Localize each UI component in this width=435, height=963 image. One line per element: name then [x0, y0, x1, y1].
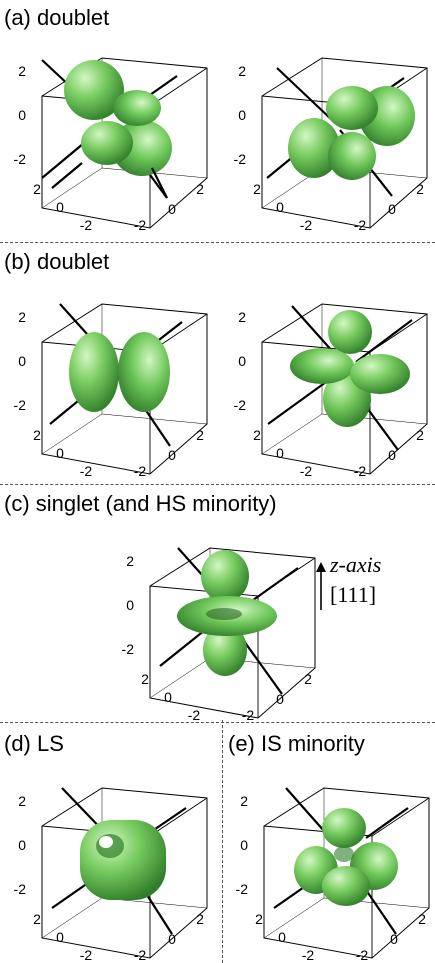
- panel-a-left-plot: 2 0 -2 2 0 -2 -2 0 2: [2, 28, 212, 233]
- tick-label: -2: [234, 151, 247, 167]
- panel-b-heading: (b) doublet: [4, 249, 110, 274]
- orbital-plot: 2 0 -2 2 0 -2 -2 0 2: [14, 303, 208, 479]
- panel-e-plot: 2 0 -2 2 0 -2 -2 0 2: [224, 758, 434, 963]
- tick-label: -2: [134, 217, 147, 233]
- z-axis-label: z-axis: [330, 552, 382, 577]
- tick-label: -2: [234, 397, 247, 413]
- tick-label: 0: [18, 837, 26, 853]
- tick-label: -2: [302, 947, 315, 963]
- tick-label: 2: [253, 181, 261, 197]
- orbital-plot: 2 0 -2 2 0 -2 -2 0 2: [14, 787, 208, 963]
- tick-label: 0: [168, 931, 176, 947]
- tick-label: 0: [56, 445, 64, 461]
- divider: [0, 484, 435, 485]
- panel-c-plot: 2 0 -2 2 0 -2 -2 0 2: [110, 518, 320, 723]
- tick-label: -2: [300, 463, 313, 479]
- tick-label: -2: [354, 217, 367, 233]
- tick-label: -2: [80, 217, 93, 233]
- tick-label: 2: [238, 309, 246, 325]
- tick-label: 0: [238, 107, 246, 123]
- tick-label: 2: [416, 181, 424, 197]
- divider: [0, 242, 435, 243]
- orbital-plot: 2 0 -2 2 0 -2 -2 0 2: [122, 547, 316, 723]
- tick-label: 0: [56, 929, 64, 945]
- tick-label: 0: [56, 199, 64, 215]
- tick-label: -2: [80, 947, 93, 963]
- tick-label: 2: [126, 553, 134, 569]
- panel-d-plot: 2 0 -2 2 0 -2 -2 0 2: [2, 758, 212, 963]
- tick-label: 0: [238, 353, 246, 369]
- tick-label: 2: [253, 427, 261, 443]
- tick-label: 2: [240, 793, 248, 809]
- tick-label: 2: [18, 793, 26, 809]
- tick-label: 0: [278, 929, 286, 945]
- panel-a-right-plot: 2 0 -2 2 0 -2 -2 0 2: [222, 28, 432, 233]
- tick-label: -2: [122, 641, 135, 657]
- tick-label: 2: [238, 63, 246, 79]
- tick-label: -2: [14, 881, 27, 897]
- divider-vertical: [222, 720, 223, 963]
- tick-label: 0: [126, 597, 134, 613]
- tick-label: -2: [354, 463, 367, 479]
- tick-label: 2: [33, 181, 41, 197]
- tick-label: -2: [134, 947, 147, 963]
- tick-label: -2: [236, 881, 249, 897]
- tick-label: 0: [18, 353, 26, 369]
- tick-label: 2: [255, 911, 263, 927]
- tick-label: -2: [188, 707, 201, 723]
- tick-label: 2: [18, 309, 26, 325]
- tick-label: -2: [14, 397, 27, 413]
- tick-label: 0: [18, 107, 26, 123]
- tick-label: 2: [196, 911, 204, 927]
- tick-label: 0: [276, 445, 284, 461]
- orbital-plot: 2 0 -2 2 0 -2 -2 0 2: [236, 787, 430, 963]
- panel-c-heading: (c) singlet (and HS minority): [4, 491, 277, 516]
- tick-label: 2: [33, 427, 41, 443]
- tick-label: -2: [242, 707, 255, 723]
- tick-label: 0: [276, 691, 284, 707]
- panel-b-right-plot: 2 0 -2 2 0 -2 -2 0 2: [222, 274, 432, 479]
- panel-e-heading: (e) IS minority: [228, 731, 365, 756]
- tick-label: -2: [134, 463, 147, 479]
- tick-label: -2: [14, 151, 27, 167]
- tick-label: -2: [300, 217, 313, 233]
- tick-label: 0: [390, 931, 398, 947]
- panel-b-left-plot: 2 0 -2 2 0 -2 -2 0 2: [2, 274, 212, 479]
- tick-label: 2: [416, 427, 424, 443]
- orbital-plot: 2 0 -2 2 0 -2 -2 0 2: [14, 57, 208, 233]
- tick-label: -2: [356, 947, 369, 963]
- direction-label: [111]: [330, 582, 377, 607]
- up-arrow-icon: [316, 562, 326, 610]
- panel-d-heading: (d) LS: [4, 731, 64, 756]
- tick-label: -2: [80, 463, 93, 479]
- orbital-plot: 2 0 -2 2 0 -2 -2 0 2: [234, 57, 428, 233]
- tick-label: 0: [240, 837, 248, 853]
- tick-label: 2: [18, 63, 26, 79]
- tick-label: 0: [276, 199, 284, 215]
- tick-label: 0: [168, 201, 176, 217]
- tick-label: 2: [196, 181, 204, 197]
- tick-label: 2: [196, 427, 204, 443]
- tick-label: 0: [164, 689, 172, 705]
- tick-label: 0: [168, 447, 176, 463]
- tick-label: 2: [33, 911, 41, 927]
- tick-label: 2: [141, 671, 149, 687]
- tick-label: 0: [388, 447, 396, 463]
- orbital-plot: 2 0 -2 2 0 -2 -2 0 2: [234, 303, 428, 479]
- tick-label: 2: [304, 671, 312, 687]
- panel-a-heading: (a) doublet: [4, 5, 110, 30]
- tick-label: 0: [388, 201, 396, 217]
- divider: [0, 722, 435, 723]
- tick-label: 2: [418, 911, 426, 927]
